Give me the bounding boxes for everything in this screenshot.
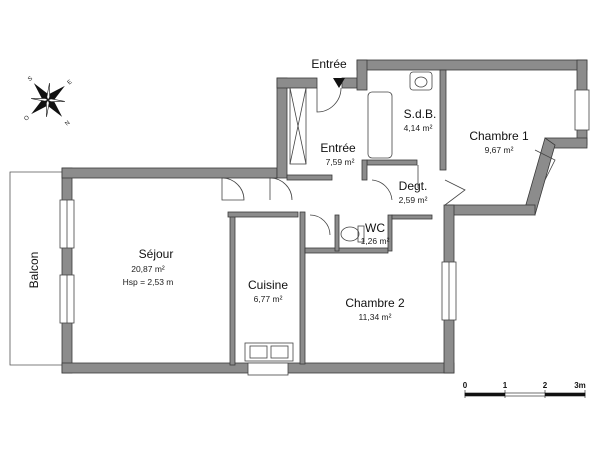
compass-rose: S O E N bbox=[23, 76, 74, 128]
room-name-wc: WC bbox=[365, 221, 385, 235]
compass-label-e: E bbox=[67, 79, 74, 86]
fixtures bbox=[244, 71, 433, 362]
room-area-wc: 1,26 m² bbox=[361, 236, 390, 246]
door-swings bbox=[221, 87, 556, 236]
room-area-cuisine: 6,77 m² bbox=[254, 294, 283, 304]
room-name-chambre2: Chambre 2 bbox=[345, 296, 405, 310]
compass-label-o: O bbox=[23, 115, 31, 123]
bathtub bbox=[367, 91, 393, 159]
room-area-sejour: 20,87 m² bbox=[131, 264, 165, 274]
compass-north-point-icon bbox=[33, 83, 49, 100]
room-name-entree: Entrée bbox=[320, 141, 356, 155]
room-name-balcon: Balcon bbox=[27, 252, 41, 289]
room-area-chambre2: 11,34 m² bbox=[359, 312, 392, 322]
entrance-marker: Entrée bbox=[311, 57, 347, 88]
room-name-sdb: S.d.B. bbox=[404, 107, 437, 121]
compass-label-s: S bbox=[27, 76, 34, 83]
scale-bar: 0 1 2 3m bbox=[463, 381, 586, 398]
entrance-label: Entrée bbox=[311, 57, 347, 71]
room-labels: Séjour 20,87 m² Hsp = 2,53 m Entrée 7,59… bbox=[27, 107, 529, 322]
room-area-sdb: 4,14 m² bbox=[404, 123, 433, 133]
scale-label-1: 1 bbox=[503, 381, 508, 390]
scale-label-0: 0 bbox=[463, 381, 468, 390]
scale-label-2: 2 bbox=[543, 381, 548, 390]
toilet bbox=[340, 226, 360, 242]
balcony bbox=[9, 171, 62, 366]
windows bbox=[59, 87, 590, 376]
walls bbox=[61, 59, 588, 374]
kitchen-sink bbox=[244, 342, 294, 362]
room-height-sejour: Hsp = 2,53 m bbox=[123, 277, 174, 287]
room-name-cuisine: Cuisine bbox=[248, 278, 288, 292]
scale-label-3: 3m bbox=[574, 381, 586, 390]
room-name-chambre1: Chambre 1 bbox=[469, 129, 529, 143]
room-area-degt: 2,59 m² bbox=[399, 195, 428, 205]
room-area-chambre1: 9,67 m² bbox=[485, 145, 514, 155]
sink-bathroom bbox=[409, 71, 433, 91]
room-name-degt: Degt. bbox=[399, 179, 428, 193]
room-name-sejour: Séjour bbox=[139, 247, 174, 261]
room-area-entree: 7,59 m² bbox=[326, 157, 355, 167]
entrance-arrow-icon bbox=[333, 78, 345, 88]
compass-label-n: N bbox=[64, 120, 71, 127]
